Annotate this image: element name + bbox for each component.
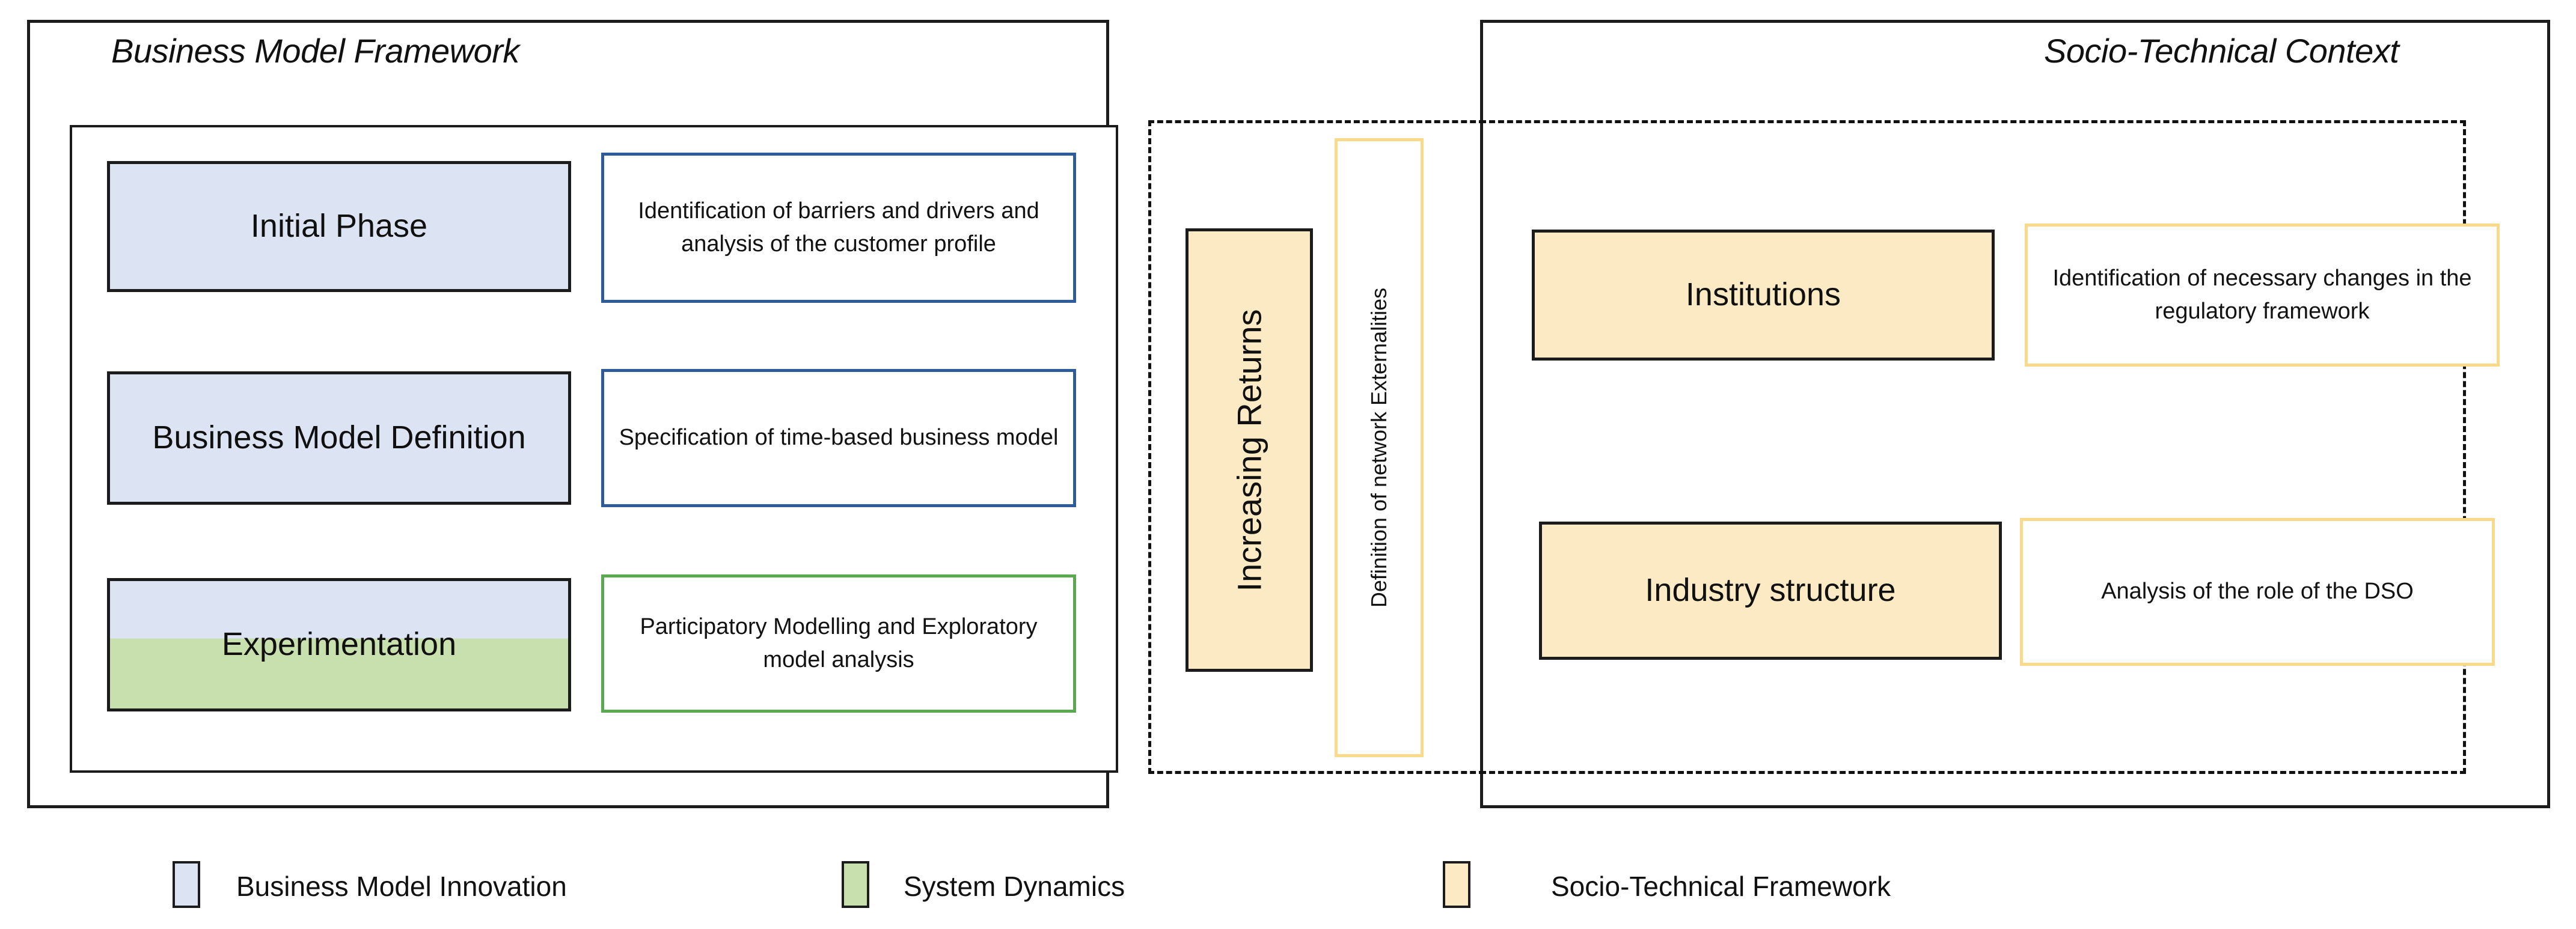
legend-label-socio-technical-framework: Socio-Technical Framework <box>1551 871 1891 902</box>
desc-experimentation-label: Participatory Modelling and Exploratory … <box>640 614 1038 672</box>
desc-network-externalities[interactable]: Definition of network Externalities <box>1335 138 1424 757</box>
node-industry-structure[interactable]: Industry structure <box>1539 522 2002 660</box>
right-panel <box>1480 20 2550 808</box>
legend-swatch-socio-technical-framework <box>1443 861 1470 908</box>
desc-business-model-definition[interactable]: Specification of time-based business mod… <box>601 369 1076 507</box>
desc-network-externalities-label: Definition of network Externalities <box>1366 287 1391 608</box>
legend-label-business-model-innovation: Business Model Innovation <box>236 871 567 902</box>
node-experimentation-label: Experimentation <box>221 626 457 663</box>
node-institutions-label: Institutions <box>1685 276 1841 313</box>
node-initial-phase[interactable]: Initial Phase <box>107 161 571 292</box>
node-business-model-definition[interactable]: Business Model Definition <box>107 371 571 505</box>
node-increasing-returns[interactable]: Increasing Returns <box>1186 228 1313 672</box>
desc-institutions-label: Identification of necessary changes in t… <box>2052 265 2472 324</box>
node-industry-structure-label: Industry structure <box>1645 572 1896 609</box>
desc-experimentation[interactable]: Participatory Modelling and Exploratory … <box>601 574 1076 713</box>
desc-institutions[interactable]: Identification of necessary changes in t… <box>2025 224 2500 367</box>
legend-swatch-system-dynamics <box>842 861 869 908</box>
desc-initial-phase[interactable]: Identification of barriers and drivers a… <box>601 153 1076 303</box>
desc-initial-phase-label: Identification of barriers and drivers a… <box>638 198 1039 257</box>
node-increasing-returns-label: Increasing Returns <box>1230 308 1268 592</box>
legend-label-system-dynamics: System Dynamics <box>904 871 1125 902</box>
node-initial-phase-label: Initial Phase <box>250 208 428 245</box>
right-panel-title: Socio-Technical Context <box>2044 32 2399 70</box>
desc-industry-structure-label: Analysis of the role of the DSO <box>2101 579 2414 605</box>
node-experimentation[interactable]: Experimentation <box>107 578 571 711</box>
node-business-model-definition-label: Business Model Definition <box>152 419 526 456</box>
desc-industry-structure[interactable]: Analysis of the role of the DSO <box>2020 518 2495 666</box>
right-dashed-frame <box>1480 120 2466 774</box>
left-panel-title: Business Model Framework <box>111 32 519 70</box>
node-institutions[interactable]: Institutions <box>1532 230 1995 361</box>
legend-swatch-business-model-innovation <box>173 861 200 908</box>
desc-business-model-definition-label: Specification of time-based business mod… <box>619 425 1059 451</box>
